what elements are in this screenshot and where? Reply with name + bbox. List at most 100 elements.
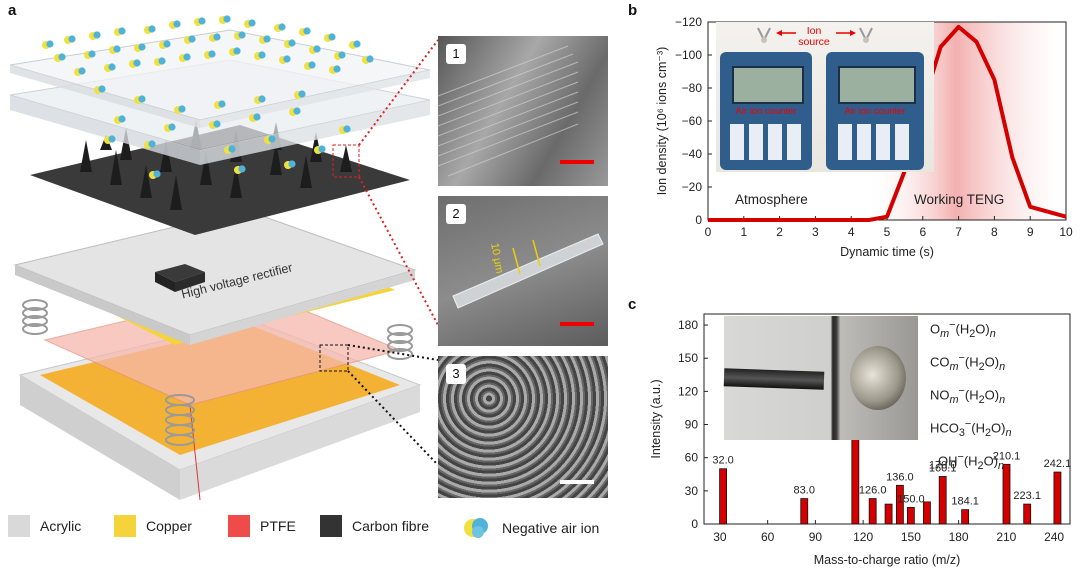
ion-49	[144, 140, 156, 149]
x-tick-label-9: 9	[1027, 225, 1034, 239]
ion-species-list: Om−(H2O)n COm−(H2O)n NOm−(H2O)n HCO3−(H2…	[930, 313, 1011, 478]
ion-13	[54, 53, 66, 62]
negative-ion-icon	[464, 518, 488, 538]
bar-label-11: 223.1	[1013, 490, 1041, 502]
c-y-axis-title: Intensity (a.u.)	[649, 379, 663, 458]
legend-acrylic: Acrylic	[8, 515, 81, 537]
ion-18	[184, 35, 196, 44]
legend-negative-air-ion: Negative air ion	[462, 515, 599, 541]
legend-label-copper: Copper	[146, 518, 192, 534]
ion-12	[349, 40, 361, 49]
ion-15	[109, 45, 121, 54]
ion-14	[84, 50, 96, 59]
region-label-atmosphere: Atmosphere	[735, 192, 808, 207]
ion-22	[284, 39, 296, 48]
ion-41	[254, 95, 266, 104]
ion-36	[329, 65, 341, 74]
x-axis-title: Dynamic time (s)	[840, 245, 934, 259]
sem-image-3: 3	[438, 356, 608, 498]
ion-3	[114, 27, 126, 36]
spring-left	[22, 299, 48, 335]
ion-21	[259, 35, 271, 44]
counter-label-right: Air ion counter	[844, 106, 906, 117]
x-tick-label-5: 5	[884, 225, 891, 239]
region-label-working-teng: Working TENG	[914, 192, 1005, 207]
ion-32	[229, 47, 241, 56]
ion-2	[89, 31, 101, 40]
ion-52	[314, 145, 326, 154]
legend-ptfe: PTFE	[228, 515, 296, 537]
ion-counter-photo: Ion source Air ion counter Air ion count…	[716, 22, 934, 172]
species-hco3: HCO3−(H2O)n	[930, 417, 1012, 439]
c-y-tick-label-0: 0	[691, 517, 698, 531]
bar-9	[961, 509, 970, 525]
air-ion-counter-right: Air ion counter	[826, 52, 924, 170]
bar-label-3: 126.0	[859, 485, 887, 497]
bar-label-9: 184.1	[951, 496, 979, 508]
ion-source-arrows	[776, 30, 856, 36]
ion-source-label: Ion source	[798, 25, 830, 48]
bar-8	[938, 476, 947, 525]
bar-7	[923, 501, 931, 525]
c-x-tick-label-120: 120	[853, 530, 873, 544]
bar-4	[884, 503, 893, 525]
ion-30	[179, 53, 191, 62]
ion-54	[149, 170, 161, 179]
extra-bar-label-1: 170.0	[929, 460, 957, 472]
y-tick-label--100: −100	[675, 48, 702, 62]
ion-0	[42, 40, 54, 49]
ion-9	[274, 23, 286, 32]
ion-20	[234, 31, 246, 40]
y-tick-label--120: −120	[675, 15, 702, 29]
species-oh: OH−(H2O)n	[938, 450, 1005, 472]
bar-0	[719, 468, 727, 525]
sem-image-2: 10 μm 2	[438, 196, 608, 346]
rectifier-chip	[155, 264, 205, 282]
ion-31	[204, 50, 216, 59]
ion-source-icon-left	[754, 26, 774, 44]
x-tick-label-8: 8	[991, 225, 998, 239]
c-x-tick-label-60: 60	[761, 530, 775, 544]
bar-11	[1023, 503, 1032, 525]
ion-50	[224, 145, 236, 154]
x-tick-label-3: 3	[812, 225, 819, 239]
x-tick-label-10: 10	[1059, 225, 1073, 239]
swatch-ptfe	[228, 515, 250, 537]
c-y-tick-label-150: 150	[678, 351, 698, 365]
ion-10	[299, 27, 311, 36]
ion-19	[209, 33, 221, 42]
ion-27	[104, 63, 116, 72]
counter-display-left	[732, 66, 804, 104]
y-tick-label-0: 0	[695, 213, 702, 227]
counter-label-left: Air ion counter	[735, 106, 797, 117]
bar-6	[906, 507, 915, 525]
y-tick-label--80: −80	[682, 81, 703, 95]
fibre-bundle-texture	[438, 45, 579, 177]
panel-letter-a: a	[8, 2, 17, 19]
counter-display-right	[838, 66, 916, 104]
legend-copper: Copper	[114, 515, 192, 537]
carbon-brush-in-photo	[723, 368, 825, 390]
ion-56	[284, 160, 296, 169]
ion-16	[134, 43, 146, 52]
c-x-tick-label-90: 90	[809, 530, 823, 544]
spring-center	[165, 394, 195, 446]
scale-bar-3	[560, 480, 594, 484]
y-tick-label--20: −20	[682, 180, 703, 194]
single-fibre	[452, 233, 604, 309]
species-com: COm−(H2O)n	[930, 351, 1006, 373]
ion-40	[214, 100, 226, 109]
ion-8	[244, 19, 256, 28]
ion-11	[324, 33, 336, 42]
ion-6	[194, 17, 206, 26]
bar-1	[800, 498, 809, 525]
negative-air-ions	[42, 15, 374, 179]
c-x-tick-label-210: 210	[996, 530, 1016, 544]
ion-4	[144, 25, 156, 34]
c-y-tick-label-30: 30	[685, 484, 699, 498]
ion-23	[309, 45, 321, 54]
ion-53	[339, 125, 351, 134]
ion-24	[334, 51, 346, 60]
device-illustration	[9, 15, 431, 501]
x-tick-label-6: 6	[919, 225, 926, 239]
